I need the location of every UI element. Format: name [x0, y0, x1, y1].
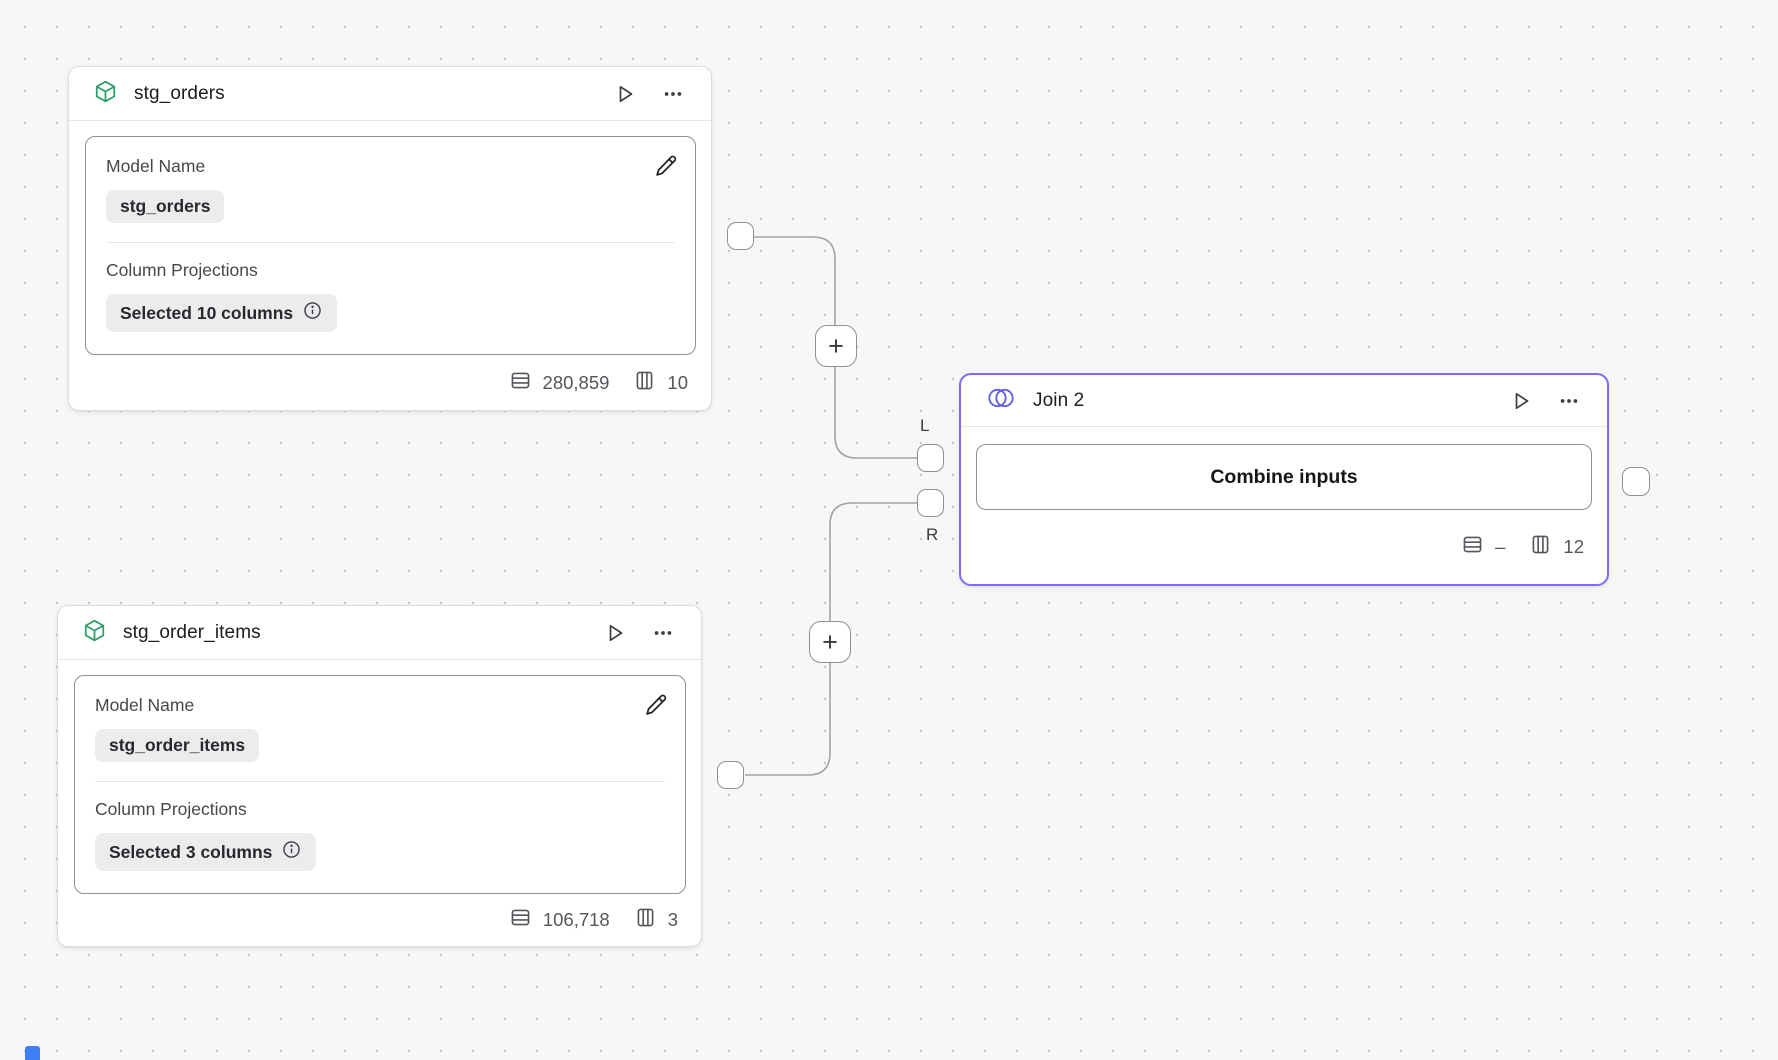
output-port-join[interactable] — [1622, 467, 1650, 496]
run-node-button[interactable] — [611, 80, 639, 108]
model-cube-icon — [93, 79, 118, 109]
node-config-panel: Model Name stg_order_items Column Projec… — [74, 675, 686, 894]
node-title: Join 2 — [1033, 389, 1085, 411]
node-header: stg_orders — [69, 67, 711, 121]
column-projections-label: Column Projections — [106, 260, 258, 280]
panel-divider — [95, 781, 665, 782]
node-join-2[interactable]: Join 2 Combine inputs – — [959, 373, 1609, 586]
node-title: stg_orders — [134, 82, 225, 104]
model-name-label: Model Name — [106, 156, 206, 176]
node-stg-orders[interactable]: stg_orders Model Name stg_orders Column … — [68, 66, 712, 411]
info-icon[interactable] — [281, 839, 302, 865]
node-menu-button[interactable] — [1555, 387, 1583, 415]
join-right-input-port[interactable] — [917, 489, 944, 517]
node-header: Join 2 — [961, 375, 1607, 427]
node-menu-button[interactable] — [649, 619, 677, 647]
node-stats: 106,718 3 — [58, 894, 701, 946]
selection-indicator — [25, 1046, 40, 1060]
column-count-icon — [633, 369, 656, 397]
right-port-label: R — [926, 525, 939, 544]
model-cube-icon — [82, 618, 107, 648]
column-projections-chip[interactable]: Selected 3 columns — [95, 833, 317, 871]
node-menu-button[interactable] — [659, 80, 687, 108]
node-stg-order-items[interactable]: stg_order_items Model Name stg_order_ite… — [57, 605, 702, 947]
left-port-label: L — [920, 416, 930, 435]
panel-divider — [106, 242, 675, 243]
model-name-chip[interactable]: stg_orders — [106, 190, 225, 223]
info-icon[interactable] — [302, 300, 323, 326]
node-stats: 280,859 10 — [69, 355, 711, 410]
model-name-chip[interactable]: stg_order_items — [95, 729, 260, 762]
run-node-button[interactable] — [1507, 387, 1535, 415]
row-count-icon — [509, 369, 532, 397]
row-count-icon — [1461, 533, 1484, 561]
column-count-icon — [1529, 533, 1552, 561]
output-port-stg-order-items[interactable] — [717, 761, 744, 789]
join-left-input-port[interactable] — [917, 444, 944, 472]
model-name-label: Model Name — [95, 695, 195, 715]
output-port-stg-orders[interactable] — [727, 222, 754, 250]
combine-inputs-button[interactable]: Combine inputs — [976, 444, 1592, 510]
column-count-icon — [634, 906, 657, 934]
row-count: 280,859 — [542, 371, 610, 393]
edit-model-name-button[interactable] — [652, 152, 680, 180]
column-projections-label: Column Projections — [95, 799, 247, 819]
node-config-panel: Model Name stg_orders Column Projections… — [85, 136, 696, 355]
add-node-on-wire-button[interactable]: + — [815, 325, 857, 367]
column-count: 3 — [667, 909, 678, 930]
run-node-button[interactable] — [601, 619, 629, 647]
row-count: – — [1495, 536, 1506, 557]
column-count: 12 — [1563, 536, 1584, 557]
join-venn-icon — [985, 386, 1017, 415]
row-count: 106,718 — [542, 909, 610, 930]
node-title: stg_order_items — [123, 621, 261, 643]
row-count-icon — [509, 906, 532, 934]
node-header: stg_order_items — [58, 606, 701, 660]
node-stats: – 12 — [961, 510, 1607, 584]
edit-model-name-button[interactable] — [642, 691, 670, 719]
add-node-on-wire-button[interactable]: + — [809, 621, 851, 663]
column-count: 10 — [667, 371, 688, 393]
column-projections-chip[interactable]: Selected 10 columns — [106, 294, 338, 332]
